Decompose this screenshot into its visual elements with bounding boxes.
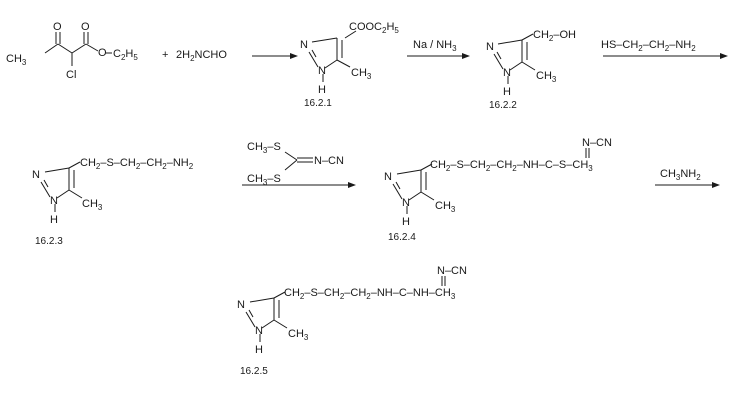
methyl-label: CH3 <box>351 67 372 81</box>
carbonyl-oxygen: O <box>81 21 90 33</box>
imidazole-n3: N <box>300 39 308 51</box>
formamide: 2H2NCHO <box>176 49 227 63</box>
formamide-label: 2H2NCHO <box>176 49 227 63</box>
arrow-reagent: Na / NH3 <box>413 39 457 53</box>
compound-16-2-4: N N H CH2–S–CH2–CH2–NH–C–S–CH3 N–CN CH3 … <box>384 137 612 243</box>
imidazole-n3: N <box>384 171 392 183</box>
reaction-arrow-5: CH3NH2 <box>655 168 720 188</box>
imidazole-n3: N <box>237 299 245 311</box>
nh-hydrogen: H <box>50 214 58 226</box>
imidazole-n3: N <box>486 41 494 53</box>
reaction-arrow-3: HS–CH2–CH2–NH2 <box>601 39 728 59</box>
reaction-arrow-2: Na / NH3 <box>407 39 470 59</box>
compound-number: 16.2.1 <box>304 98 332 109</box>
ester-oxygen: O <box>98 47 107 59</box>
side-chain: CH2–S–CH2–CH2–NH–C–NH–CH3 <box>284 287 456 301</box>
methylthio-top: CH3–S <box>247 141 281 155</box>
imidazole-n1: N <box>318 65 326 77</box>
compound-16-2-3: N N H CH2–S–CH2–CH2–NH2 CH3 16.2.3 <box>32 157 194 247</box>
side-chain: CH2–S–CH2–CH2–NH2 <box>80 157 194 171</box>
methylthio-bottom: CH3–S <box>247 173 281 187</box>
nh-hydrogen: H <box>402 216 410 228</box>
compound-number: 16.2.4 <box>388 232 416 243</box>
ethyl-2-chloroacetoacetate: CH3 O O O C2H5 Cl <box>6 21 138 81</box>
compound-16-2-2: N N H CH2–OH CH3 16.2.2 <box>486 29 576 111</box>
cyanoimino-group: N–CN <box>437 265 467 277</box>
methyl-label: CH3 <box>536 70 557 84</box>
reaction-arrow-1 <box>252 53 298 59</box>
ester-substituent: COOC2H5 <box>349 21 399 35</box>
compound-number: 16.2.2 <box>489 100 517 111</box>
compound-number: 16.2.5 <box>240 366 268 377</box>
cyanimine-group: N–CN <box>314 155 344 167</box>
imidazole-n1: N <box>255 325 263 337</box>
imidazole-n1: N <box>50 195 58 207</box>
hydroxymethyl-substituent: CH2–OH <box>533 29 576 43</box>
methyl-label: CH3 <box>6 53 27 67</box>
compound-16-2-1: N N H COOC2H5 CH3 16.2.1 <box>300 21 399 109</box>
nh-hydrogen: H <box>503 86 511 98</box>
ethyl-label: C2H5 <box>113 48 138 62</box>
plus-sign: + <box>162 49 168 61</box>
methyl-label: CH3 <box>435 200 456 214</box>
arrow-reagent: HS–CH2–CH2–NH2 <box>601 39 696 53</box>
nh-hydrogen: H <box>255 344 263 356</box>
nh-hydrogen: H <box>318 84 326 96</box>
compound-16-2-5: N N H CH2–S–CH2–CH2–NH–C–NH–CH3 N–CN CH3… <box>237 265 467 377</box>
side-chain: CH2–S–CH2–CH2–NH–C–S–CH3 <box>430 159 593 173</box>
methyl-label: CH3 <box>288 328 309 342</box>
keto-oxygen: O <box>53 21 62 33</box>
methyl-label: CH3 <box>82 198 103 212</box>
cyanoimino-group: N–CN <box>582 137 612 149</box>
compound-number: 16.2.3 <box>35 236 63 247</box>
reaction-arrow-4: CH3–S N–CN CH3–S <box>242 141 356 188</box>
imidazole-n1: N <box>402 197 410 209</box>
arrow-reagent: CH3NH2 <box>660 168 701 182</box>
imidazole-n1: N <box>503 67 511 79</box>
chloro-label: Cl <box>66 69 76 81</box>
imidazole-n3: N <box>32 169 40 181</box>
